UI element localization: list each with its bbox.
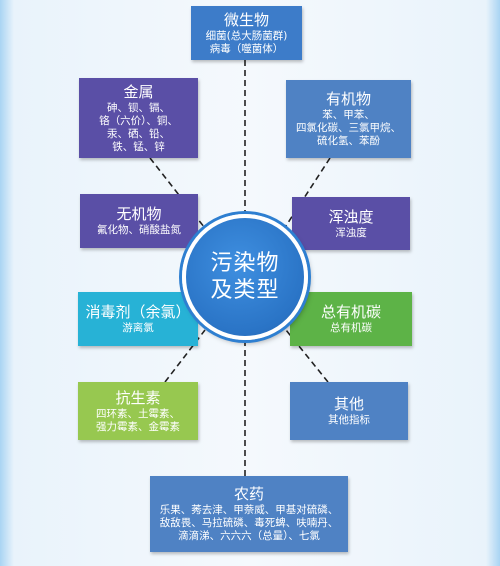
node-detail: 汞、硒、铅、	[107, 127, 170, 140]
node-detail: 苯、甲苯、	[322, 109, 375, 121]
node-detail: 其他指标	[328, 414, 370, 426]
center-node: 污染物 及类型	[182, 214, 308, 340]
node-detail: 滴滴涕、六六六（总量）、七氯	[178, 530, 320, 542]
node-title: 金属	[123, 82, 154, 101]
node-detail: 四环素、土霉素、	[96, 407, 180, 420]
node-title: 农药	[233, 485, 264, 503]
node-detail: 浑浊度	[335, 226, 367, 239]
node-title: 总有机碳	[320, 303, 381, 321]
node-title: 消毒剂（余氯）	[85, 303, 191, 321]
center-title-line1: 污染物	[210, 251, 280, 276]
node-toc: 总有机碳 总有机碳	[290, 292, 412, 346]
node-title: 有机物	[325, 90, 371, 108]
node-metal: 金属 砷、钡、镉、 铬（六价）、铜、 汞、硒、铅、 铁、锰、锌	[79, 78, 198, 158]
node-title: 其他	[333, 395, 364, 413]
node-organic: 有机物 苯、甲苯、 四氯化碳、三氯甲烷、 硫化氢、苯酚	[286, 80, 411, 158]
node-detail: 砷、钡、镉、	[107, 101, 170, 114]
node-title: 浑浊度	[328, 207, 374, 226]
node-antibiotic: 抗生素 四环素、土霉素、 强力霉素、金霉素	[78, 382, 198, 440]
node-detail: 铁、锰、锌	[112, 140, 165, 153]
node-pesticide: 农药 乐果、莠去津、甲萘威、甲基对硫磷、 敌敌畏、马拉硫磷、毒死蜱、呋喃丹、 滴…	[150, 476, 348, 552]
node-detail: 铬（六价）、铜、	[99, 114, 178, 127]
node-detail: 敌敌畏、马拉硫磷、毒死蜱、呋喃丹、	[159, 517, 339, 529]
node-detail: 氟化物、硝酸盐氮	[97, 224, 181, 236]
node-detail: 总有机碳	[330, 322, 372, 334]
node-disinfectant: 消毒剂（余氯） 游离氯	[78, 292, 198, 346]
node-detail: 游离氯	[122, 322, 154, 334]
node-detail: 病毒（噬菌体）	[209, 42, 284, 55]
connector-metal	[149, 157, 209, 233]
node-other: 其他 其他指标	[290, 382, 408, 440]
node-detail: 细菌(总大肠菌群)	[205, 29, 288, 42]
node-detail: 乐果、莠去津、甲萘威、甲基对硫磷、	[159, 504, 339, 516]
node-detail: 强力霉素、金霉素	[96, 420, 180, 433]
node-inorganic: 无机物 氟化物、硝酸盐氮	[80, 194, 198, 248]
connector-antibiotic	[164, 329, 206, 383]
connector-organic	[281, 157, 331, 233]
node-turbidity: 浑浊度 浑浊度	[292, 197, 410, 250]
node-detail: 四氯化碳、三氯甲烷、	[296, 122, 401, 134]
node-detail: 硫化氢、苯酚	[317, 135, 380, 147]
center-title-line2: 及类型	[210, 278, 280, 303]
node-title: 无机物	[116, 205, 162, 223]
node-microbe: 微生物 细菌(总大肠菌群) 病毒（噬菌体）	[191, 6, 302, 60]
node-title: 抗生素	[115, 388, 161, 407]
node-title: 微生物	[223, 10, 269, 29]
